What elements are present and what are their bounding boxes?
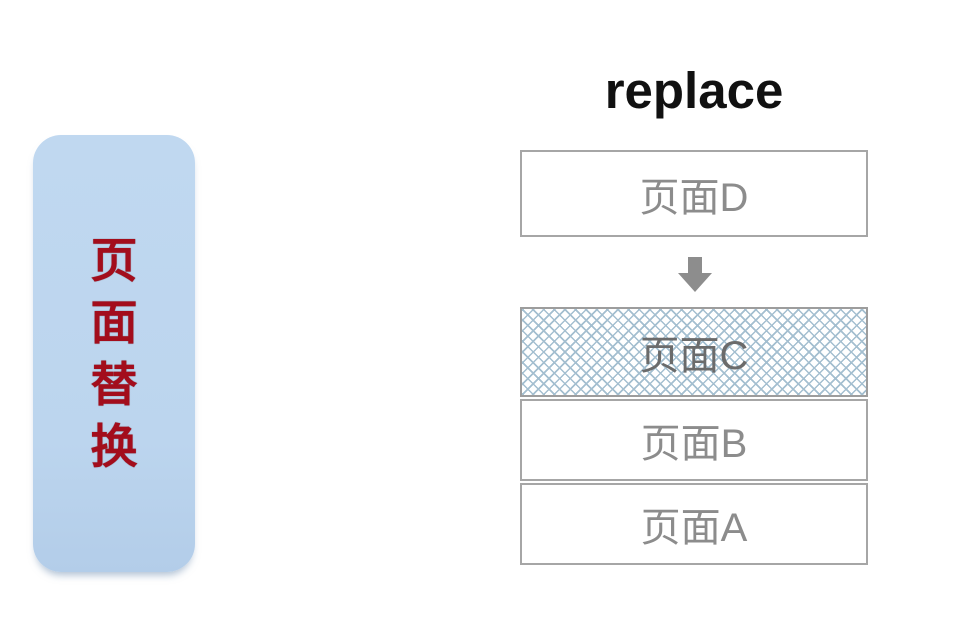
stack-box-label: 页面B (640, 422, 748, 466)
incoming-page-box: 页面D (520, 150, 868, 237)
vertical-label-char: 替 (90, 357, 138, 411)
vertical-label-char: 页 (90, 233, 138, 287)
stack-box-label: 页面A (640, 506, 748, 550)
vertical-label-char: 换 (90, 419, 138, 473)
diagram-title: replace (604, 62, 784, 119)
stack-box-page-b: 页面B (520, 399, 868, 481)
page-replacement-panel: 页 面 替 换 (33, 135, 195, 572)
page-replacement-vertical-label: 页 面 替 换 (91, 230, 138, 478)
incoming-page-label: 页面D (639, 175, 749, 220)
stack-box-page-c: 页面C (520, 307, 868, 397)
page-stack: 页面C 页面B 页面A (520, 307, 868, 565)
stack-box-page-a: 页面A (520, 483, 868, 565)
arrow-down-icon (678, 257, 712, 292)
arrow-stem (688, 257, 702, 273)
vertical-label-char: 面 (90, 295, 138, 349)
arrow-head (678, 273, 712, 292)
stack-box-label: 页面C (639, 334, 749, 378)
